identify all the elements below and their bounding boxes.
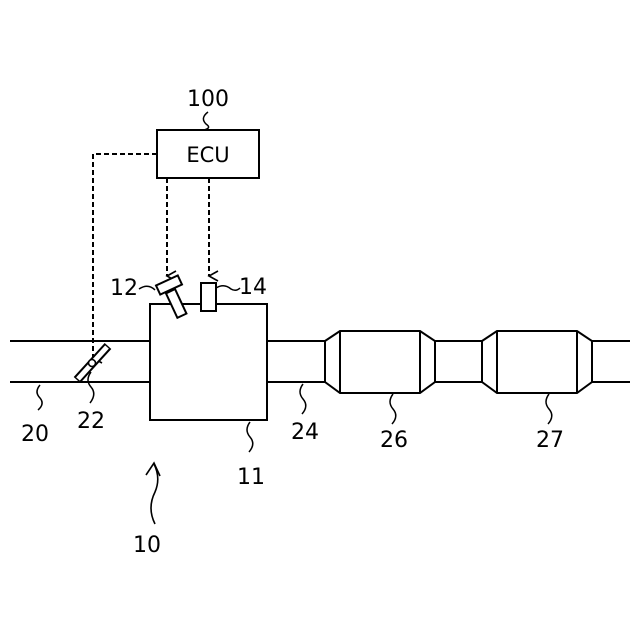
- catalyst-26-leader: [390, 394, 396, 424]
- catalyst-26-reference-number: 26: [380, 428, 408, 453]
- engine-leader: [247, 422, 253, 452]
- ecu-leader-line: [203, 112, 208, 130]
- injector-leader: [139, 286, 155, 290]
- catalyst-26: [325, 331, 435, 393]
- intake-pipe-leader: [37, 385, 42, 410]
- throttle-leader: [88, 372, 94, 403]
- ecu-block: ECU: [157, 130, 259, 178]
- injector-reference-number: 12: [110, 276, 138, 301]
- catalyst-27-leader: [546, 394, 552, 424]
- sensor-leader: [216, 286, 240, 291]
- throttle-reference-number: 22: [77, 409, 105, 434]
- catalyst-27: [482, 331, 592, 393]
- intake-pipe-reference-number: 20: [21, 422, 49, 447]
- exhaust-system: [267, 331, 630, 393]
- sensor-reference-number: 14: [239, 275, 267, 300]
- engine-reference-number: 11: [237, 465, 265, 490]
- engine-block: [150, 304, 267, 420]
- catalyst-27-reference-number: 27: [536, 428, 564, 453]
- system-pointer-arrow: [146, 463, 160, 524]
- throttle-signal-line: [93, 154, 157, 358]
- throttle-valve: [77, 346, 108, 380]
- exhaust-pipe-reference-number: 24: [291, 420, 319, 445]
- system-reference-number: 10: [133, 533, 161, 558]
- ecu-reference-number: 100: [187, 87, 229, 112]
- sensor: [201, 283, 216, 311]
- ecu-label: ECU: [186, 143, 229, 167]
- exhaust-pipe-leader: [300, 384, 306, 414]
